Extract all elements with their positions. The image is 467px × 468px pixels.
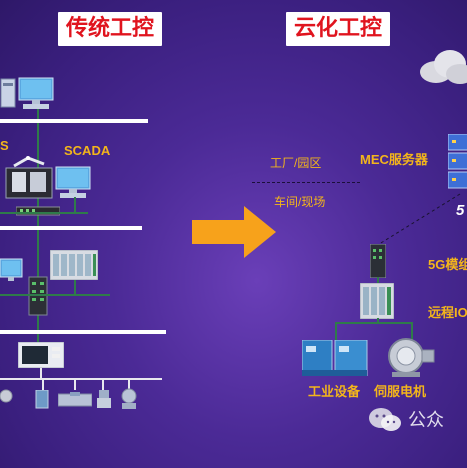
field-drop [42, 378, 44, 390]
industrial-equipment-icon [302, 340, 368, 376]
field-drop [102, 378, 104, 390]
computer-icon [18, 77, 54, 109]
label-s-partial: S [0, 138, 9, 153]
controller-icon [18, 342, 64, 368]
servo-motor-icon [388, 338, 435, 377]
link-line [335, 322, 413, 324]
field-bus [40, 368, 42, 380]
server-icon [448, 134, 467, 189]
computer-icon [55, 166, 91, 198]
level-bar-3 [0, 330, 166, 334]
wireless-link [375, 193, 461, 247]
field-bus [0, 378, 162, 380]
label-servo-motor: 伺服电机 [374, 384, 427, 399]
label-workshop-site: 车间/现场 [274, 195, 326, 209]
arrow-right-icon [192, 206, 276, 258]
link-line [74, 280, 76, 296]
divider-dashed [252, 182, 360, 183]
five-g-partial: 5 [456, 202, 465, 219]
level-bar-2 [0, 226, 142, 230]
wechat-icon [369, 408, 401, 431]
link-line [377, 277, 379, 285]
level-bar-1 [0, 119, 148, 123]
cloud-icon [420, 50, 467, 84]
label-5g-module: 5G模组 [428, 257, 467, 272]
field-drop [74, 378, 76, 390]
field-drop [128, 378, 130, 390]
network-switch-icon [28, 276, 48, 316]
robot-arm-icon [5, 156, 53, 199]
remote-io-icon [360, 283, 394, 319]
link-line [335, 322, 337, 342]
computer-icon [0, 78, 16, 108]
link-line [0, 294, 110, 296]
label-industrial-equipment: 工业设备 [308, 384, 361, 399]
valve-icon [0, 389, 13, 403]
link-line [74, 197, 76, 213]
computer-icon [0, 258, 23, 281]
valve-icon [97, 390, 111, 408]
network-switch-icon [16, 206, 60, 216]
label-remote-io: 远程IO [428, 305, 467, 320]
title-traditional: 传统工控 [58, 12, 163, 46]
label-factory-park: 工厂/园区 [270, 156, 322, 170]
label-mec-server: MEC服务器 [360, 152, 428, 167]
watermark-text: 公众 [408, 410, 444, 430]
5g-module-icon [370, 244, 386, 278]
label-scada: SCADA [64, 143, 111, 158]
backbone-line [37, 100, 39, 345]
link-line [411, 322, 413, 342]
transmitter-icon [58, 392, 92, 407]
sensor-icon [35, 390, 49, 409]
flowmeter-icon [121, 388, 137, 409]
link-line [377, 318, 379, 324]
link-line [0, 212, 88, 214]
plc-rack-icon [50, 250, 98, 280]
title-cloud: 云化工控 [286, 12, 391, 46]
